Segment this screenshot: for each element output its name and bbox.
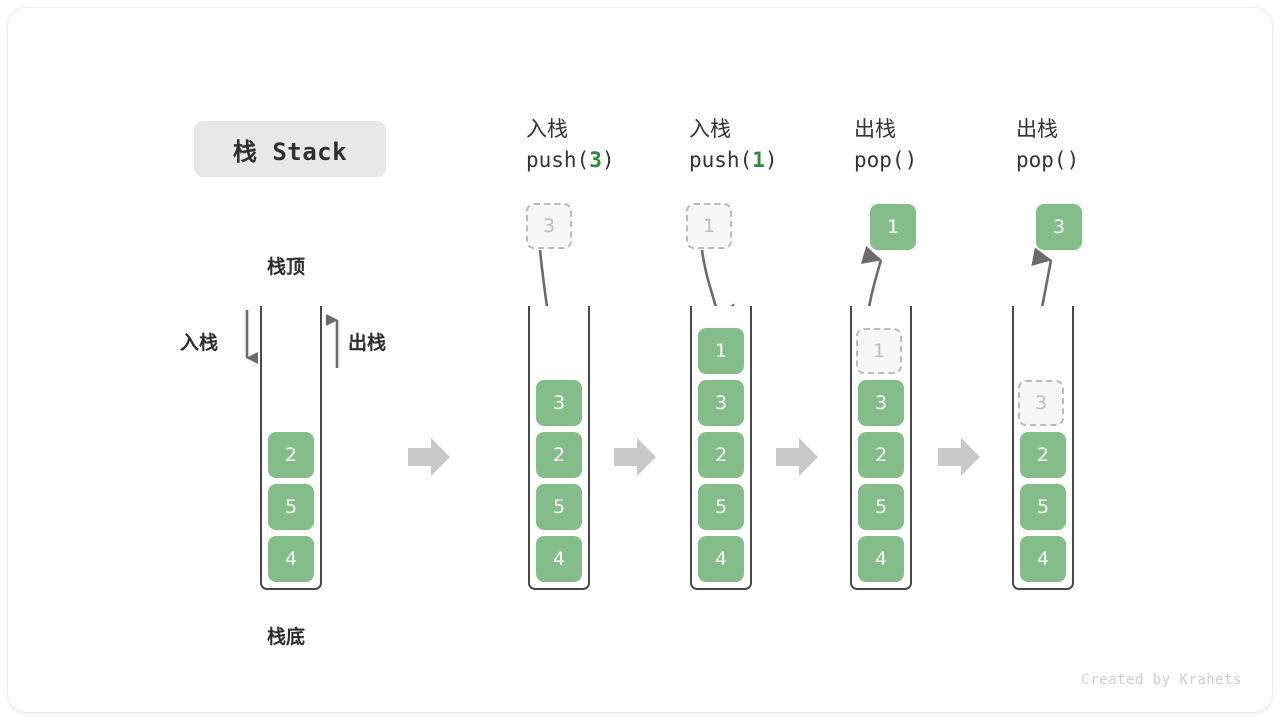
operation-cn: 入栈: [526, 117, 568, 141]
stack-cell: 3: [698, 380, 744, 426]
stack-cell: 4: [268, 536, 314, 582]
stack-cell: 4: [536, 536, 582, 582]
floating-popped-cell: 1: [870, 204, 916, 250]
operation-label-push-1: 入栈 push(1): [689, 114, 778, 176]
stack-cell: 1: [698, 328, 744, 374]
push-direction-label: 入栈: [180, 332, 219, 354]
diagram-canvas: 栈 Stack 栈顶 栈底 入栈 出栈 2 5 4 入栈 push(: [8, 8, 1272, 712]
floating-ghost-cell: 3: [526, 203, 572, 249]
stack-cell: 5: [698, 484, 744, 530]
stack-cell: 5: [1020, 484, 1066, 530]
operation-code: push(1): [689, 148, 778, 172]
stack-cell: 4: [858, 536, 904, 582]
diagram-title: 栈 Stack: [194, 121, 386, 177]
operation-cn: 出栈: [1016, 117, 1058, 141]
operation-code: pop(): [1016, 148, 1080, 172]
stack-cell: 2: [698, 432, 744, 478]
operation-code: push(3): [526, 148, 615, 172]
operation-cn: 入栈: [689, 117, 731, 141]
pop-direction-label: 出栈: [348, 332, 387, 354]
stack-cell: 3: [858, 380, 904, 426]
stack-bottom-label: 栈底: [267, 626, 306, 648]
stack-top-label: 栈顶: [267, 256, 306, 278]
push-down-arrow-icon: [245, 310, 258, 367]
flow-arrow-icon: [408, 438, 450, 476]
stack-cell: 2: [268, 432, 314, 478]
stack-cell: 5: [268, 484, 314, 530]
operation-code: pop(): [854, 148, 918, 172]
stack-cell: 2: [536, 432, 582, 478]
stack-cell: 2: [858, 432, 904, 478]
stack-cell: 4: [698, 536, 744, 582]
flow-arrow-icon: [614, 438, 656, 476]
stack-cell: 5: [858, 484, 904, 530]
pop-up-arrow-icon: [326, 311, 339, 368]
operation-label-pop-3: 出栈 pop(): [1016, 114, 1079, 176]
floating-ghost-cell: 1: [686, 203, 732, 249]
stack-cell: 4: [1020, 536, 1066, 582]
watermark: Created by Krahets: [1081, 672, 1242, 688]
flow-arrow-icon: [938, 438, 980, 476]
stack-cell: 5: [536, 484, 582, 530]
stack-cell-ghost: 1: [856, 328, 902, 374]
stack-cell: 2: [1020, 432, 1066, 478]
flow-arrow-icon: [776, 438, 818, 476]
floating-popped-cell: 3: [1036, 204, 1082, 250]
operation-cn: 出栈: [854, 117, 896, 141]
operation-label-push-3: 入栈 push(3): [526, 114, 615, 176]
stack-cell: 3: [536, 380, 582, 426]
stack-cell-ghost: 3: [1018, 380, 1064, 426]
operation-label-pop-1: 出栈 pop(): [854, 114, 917, 176]
